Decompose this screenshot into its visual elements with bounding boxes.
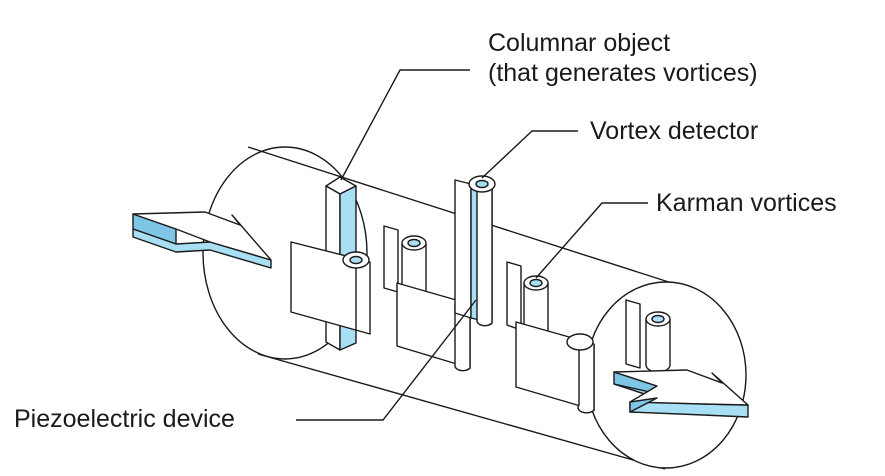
leader-columnar-object: [340, 69, 470, 181]
inlet-flow-arrow: [132, 211, 272, 269]
vortex-detector-rod: [454, 175, 496, 327]
label-piezoelectric-device: Piezoelectric device: [14, 405, 235, 433]
vortex-pair-3: [625, 299, 671, 373]
outlet-flow-arrow: [613, 369, 749, 418]
label-columnar-object: Columnar object (that generates vortices…: [488, 28, 758, 88]
pipe-bottom-edge: [257, 353, 666, 470]
label-vortex-detector: Vortex detector: [590, 117, 759, 145]
columnar-object: [290, 176, 371, 351]
label-karman-vortices: Karman vortices: [656, 189, 837, 217]
leader-piezoelectric-device: [296, 299, 477, 421]
vortex-pair-1: [383, 225, 471, 372]
leader-karman-vortices: [535, 202, 648, 279]
vortex-pair-2: [506, 261, 595, 414]
leader-vortex-detector: [481, 130, 578, 179]
label-columnar-object-line1: Columnar object: [488, 29, 671, 57]
label-columnar-object-line2: (that generates vortices): [488, 59, 758, 87]
